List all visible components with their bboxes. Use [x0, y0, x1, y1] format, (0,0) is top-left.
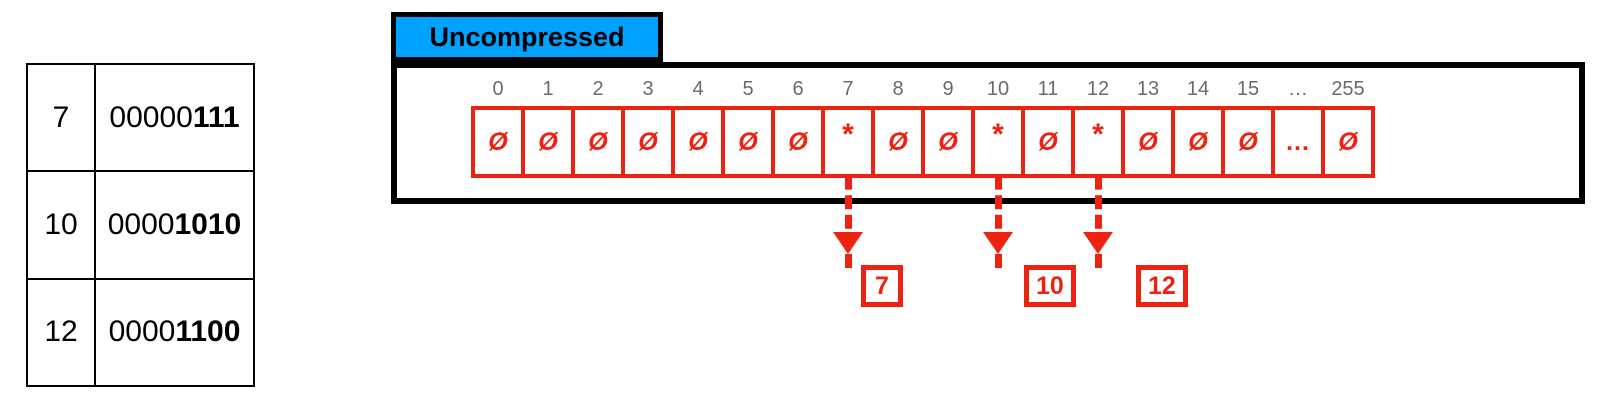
bitmap-index-label: 0: [492, 77, 504, 100]
bitmap-cell-empty[interactable]: Ø: [571, 106, 625, 178]
bitmap-cell-empty[interactable]: Ø: [771, 106, 825, 178]
bitmap-cell-empty[interactable]: Ø: [1221, 106, 1275, 178]
callout-connector-line: [1095, 156, 1102, 268]
callout-box[interactable]: 7: [861, 265, 903, 307]
bitmap-cell-empty[interactable]: Ø: [471, 106, 525, 178]
bitmap-cell-empty[interactable]: Ø: [871, 106, 925, 178]
bitmap-index-label: 6: [792, 77, 804, 100]
binary-prefix: 0000: [108, 315, 176, 349]
decimal-value: 12: [28, 279, 96, 385]
callout-arrowhead-icon: [833, 232, 863, 254]
bitmap-cell-empty[interactable]: Ø: [1121, 106, 1175, 178]
bitmap-cell-empty[interactable]: Ø: [521, 106, 575, 178]
decimal-value: 10: [28, 172, 96, 278]
bitmap-cell-empty[interactable]: Ø: [1021, 106, 1075, 178]
callout-arrowhead-icon: [1083, 232, 1113, 254]
binary-suffix: 111: [192, 100, 240, 134]
bitmap-cell-empty[interactable]: Ø: [721, 106, 775, 178]
callout-arrowhead-icon: [983, 232, 1013, 254]
bitmap-index-label: 2: [592, 77, 604, 100]
callout-connector-line: [995, 156, 1002, 268]
bitmap-index-label: 15: [1236, 77, 1260, 100]
callout-connector-line: [845, 156, 852, 268]
bitmap-cell-empty[interactable]: Ø: [1171, 106, 1225, 178]
bitmap-index-label: 13: [1136, 77, 1160, 100]
bitmap-index-label: 12: [1086, 77, 1110, 100]
binary-suffix: 1010: [174, 207, 242, 241]
bitmap-cell-empty[interactable]: Ø: [1321, 106, 1375, 178]
binary-prefix: 00000: [109, 100, 193, 134]
bitmap-index-label: 9: [942, 77, 954, 100]
bitmap-cell-set[interactable]: *: [971, 106, 1025, 178]
bitmap-index-label: …: [1288, 77, 1308, 100]
bitmap-cell-set[interactable]: *: [1071, 106, 1125, 178]
uncompressed-badge: Uncompressed: [391, 12, 663, 62]
bitmap-cell-empty[interactable]: Ø: [921, 106, 975, 178]
decimal-value: 7: [28, 65, 96, 171]
bitmap-cell-empty[interactable]: Ø: [671, 106, 725, 178]
bitmap-cell-set[interactable]: *: [821, 106, 875, 178]
bitmap-index-label: 5: [742, 77, 754, 100]
bitmap-index-label: 3: [642, 77, 654, 100]
binary-suffix: 1100: [175, 315, 241, 349]
bitmap-index-label: 11: [1037, 77, 1059, 100]
bitmap-index-label: 8: [892, 77, 904, 100]
bitmap-cell-empty[interactable]: …: [1271, 106, 1325, 178]
bitmap-index-label: 4: [692, 77, 704, 100]
bitmap-index-label: 255: [1331, 77, 1365, 100]
callout-box[interactable]: 12: [1136, 265, 1188, 307]
bitmap-cell-empty[interactable]: Ø: [621, 106, 675, 178]
bitmap-index-label: 14: [1186, 77, 1210, 100]
bitmap-index-label: 1: [542, 77, 554, 100]
bitmap-index-label: 7: [842, 77, 854, 100]
binary-prefix: 0000: [107, 207, 175, 241]
bitmap-index-label: 10: [986, 77, 1010, 100]
callout-box[interactable]: 10: [1024, 265, 1076, 307]
